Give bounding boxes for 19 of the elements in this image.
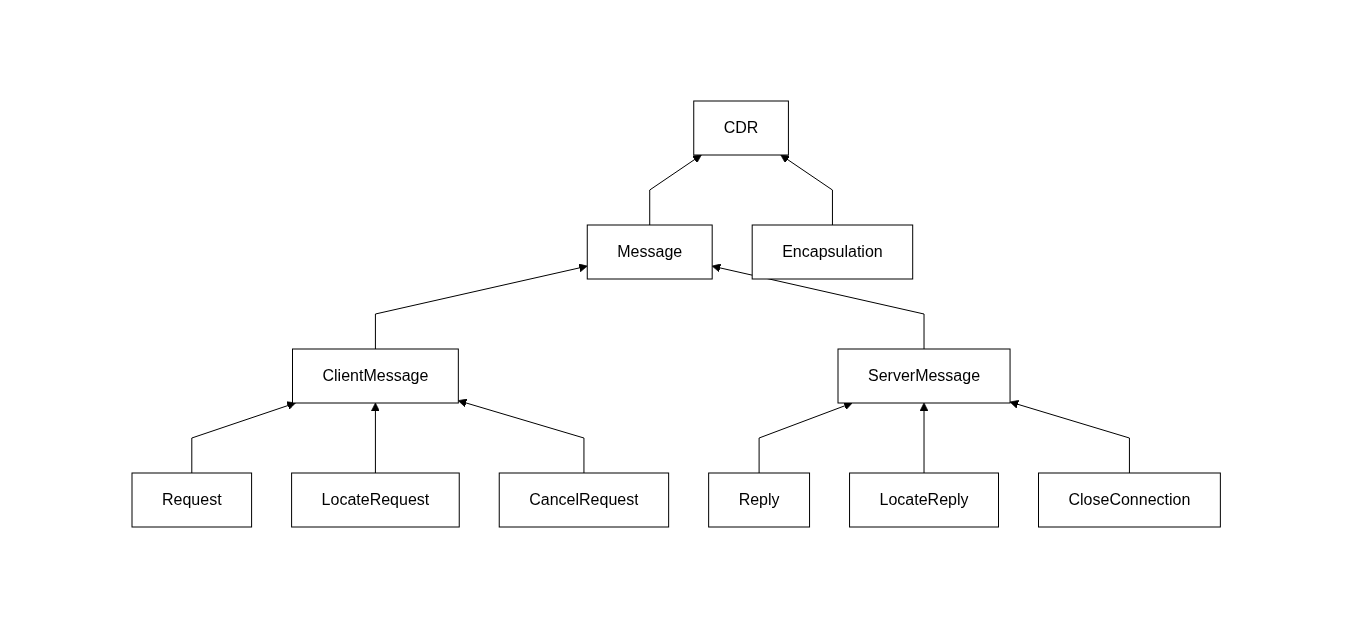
- node-box: LocateReply: [849, 472, 1000, 528]
- node-box: ClientMessage: [292, 348, 460, 404]
- arrow: [1009, 400, 1131, 474]
- node-box: CancelRequest: [499, 472, 670, 528]
- node-box: Request: [131, 472, 253, 528]
- arrow: [780, 154, 834, 226]
- node-box: Encapsulation: [752, 224, 914, 280]
- node-box: Reply: [708, 472, 811, 528]
- arrow: [649, 154, 702, 226]
- arrow: [371, 402, 381, 474]
- node-box: LocateRequest: [291, 472, 461, 528]
- arrow: [375, 263, 588, 350]
- arrow: [712, 263, 925, 350]
- node-box: CloseConnection: [1038, 472, 1222, 528]
- arrow: [919, 402, 929, 474]
- arrow: [458, 398, 585, 474]
- node-box: Message: [587, 224, 713, 280]
- node-box: ServerMessage: [837, 348, 1011, 404]
- node-box: CDR: [693, 100, 790, 156]
